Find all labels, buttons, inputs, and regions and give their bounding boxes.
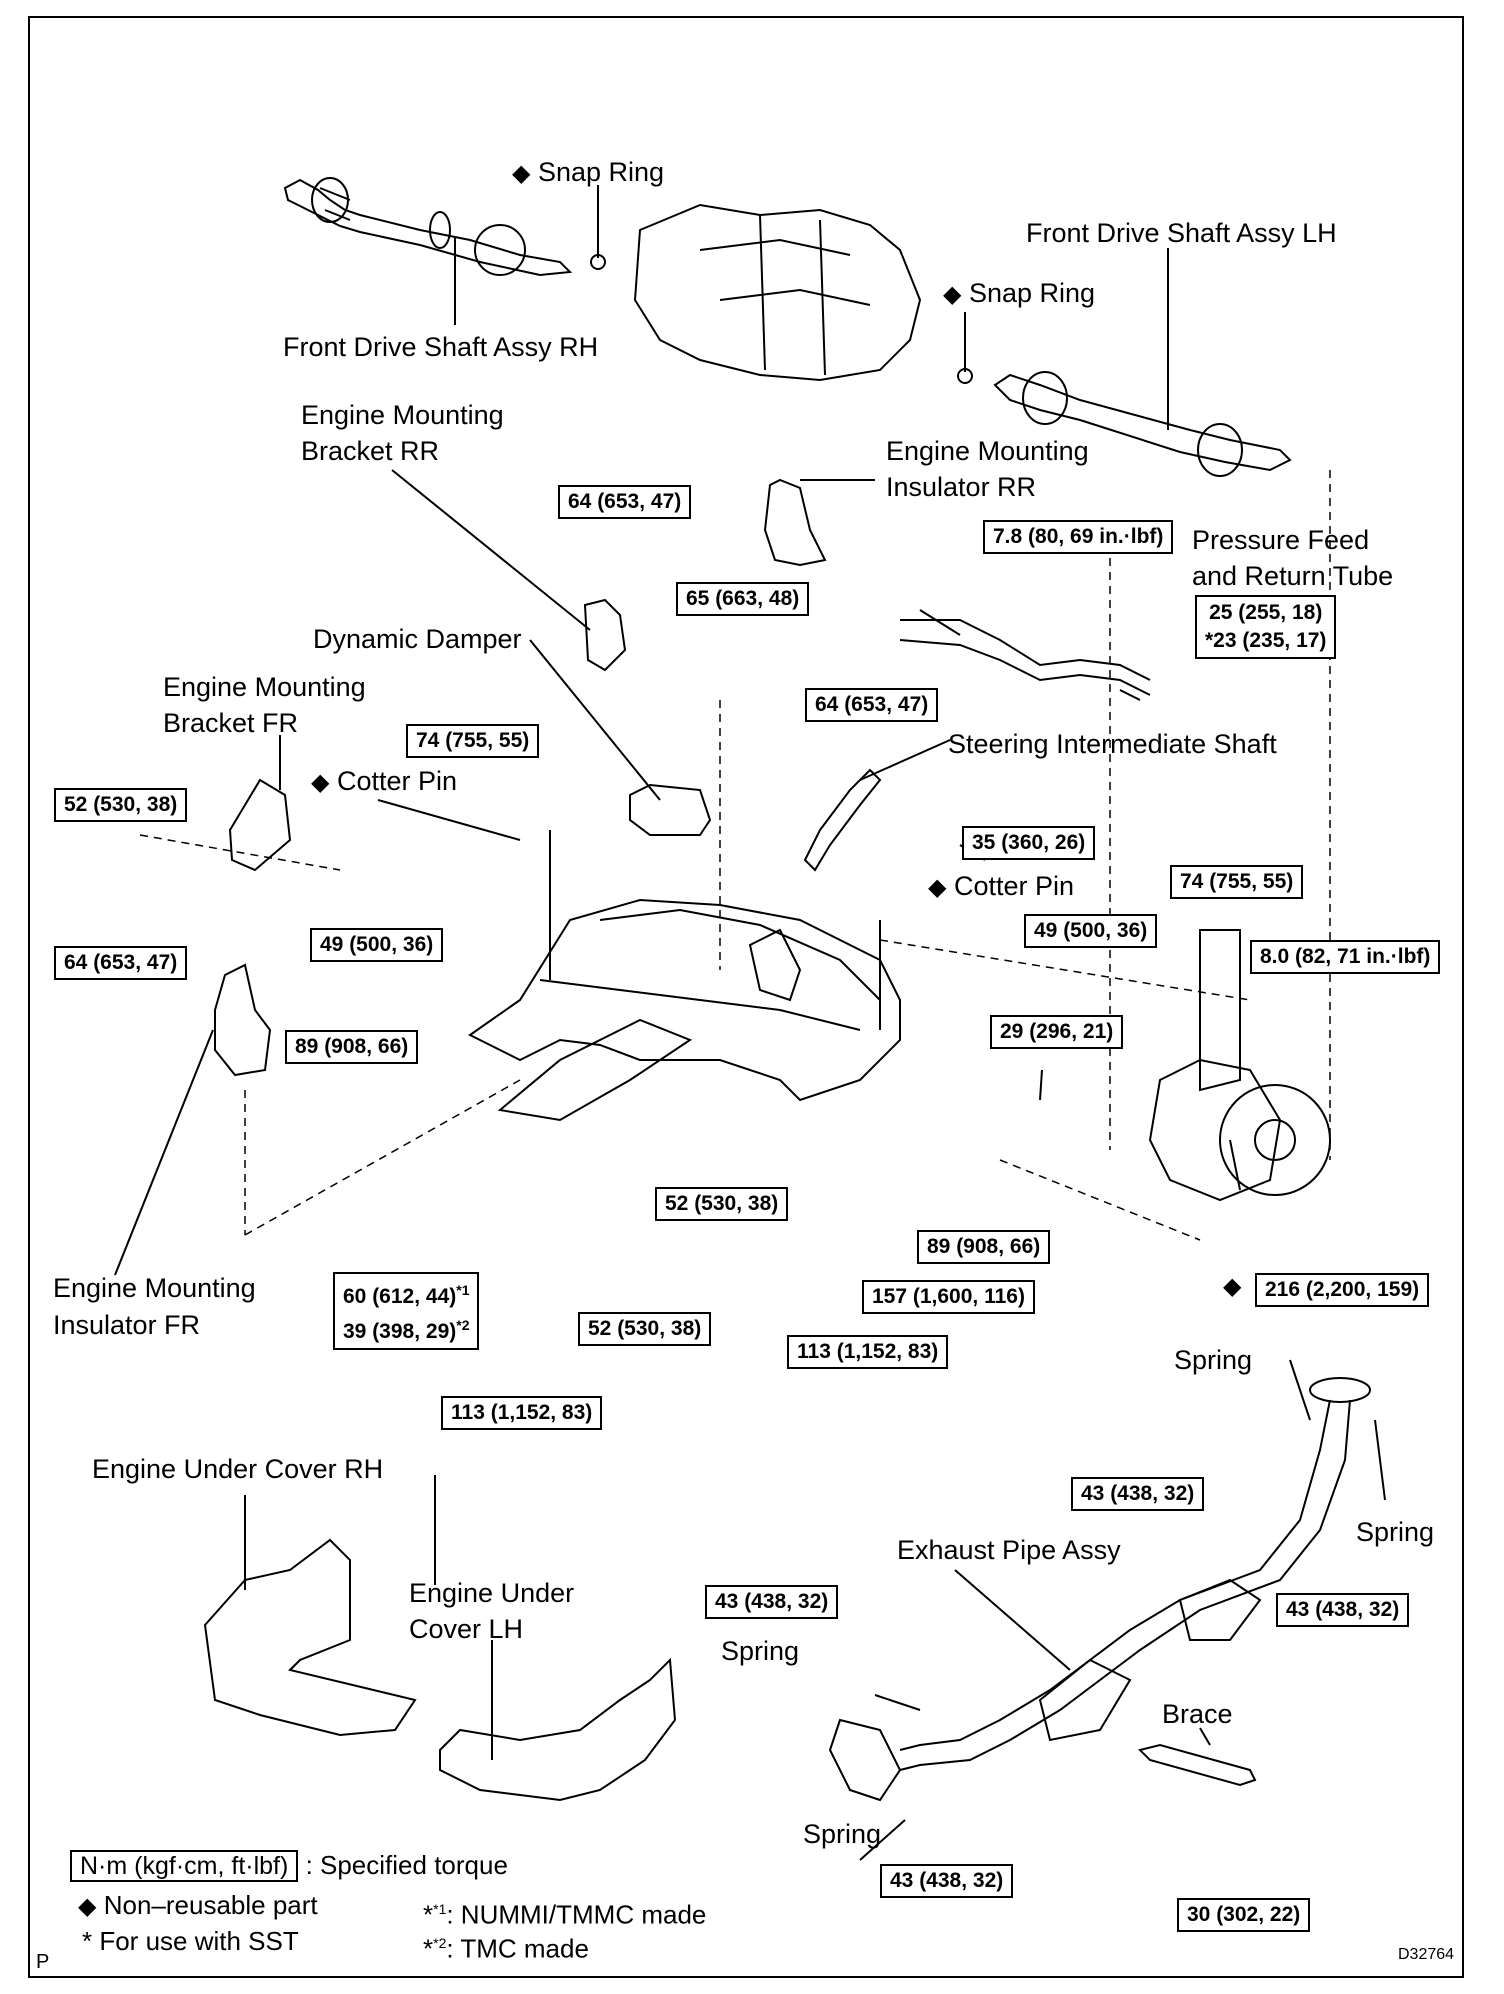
label-cotter-pin-2: ◆ Cotter Pin — [928, 871, 1075, 901]
diamond-icon: ◆ — [943, 281, 962, 308]
front-suspension-crossmember-illustration — [468, 898, 901, 1122]
torque-box: 157 (1,600, 116) — [862, 1280, 1035, 1314]
torque-box: 65 (663, 48) — [676, 582, 810, 616]
engine-under-cover-rh-illustration — [203, 1538, 417, 1737]
label-spring-1: Spring — [1174, 1345, 1253, 1375]
label-front-drive-shaft-lh: Front Drive Shaft Assy LH — [1026, 218, 1337, 248]
figure-code: D32764 — [1398, 1946, 1455, 1963]
legend-sst: * For use with SST — [82, 1926, 299, 1956]
label-exhaust-pipe-assy: Exhaust Pipe Assy — [897, 1535, 1121, 1565]
torque-box: 89 (908, 66) — [917, 1230, 1051, 1264]
torque-box: 35 (360, 26) — [962, 826, 1096, 860]
torque-box: 49 (500, 36) — [1024, 914, 1158, 948]
diamond-icon: ◆ — [928, 874, 947, 901]
transaxle-illustration — [633, 203, 922, 382]
diamond-icon: ◆ — [512, 160, 531, 187]
torque-value-nummi: 60 (612, 44)*1 — [343, 1282, 470, 1308]
label-engine-mounting-insulator-fr-2: Insulator FR — [53, 1310, 201, 1340]
torque-box: 64 (653, 47) — [558, 485, 692, 519]
steering-intermediate-shaft-illustration — [803, 768, 882, 872]
label-engine-mounting-bracket-fr-1: Engine Mounting — [163, 672, 366, 702]
label-spring-3: Spring — [721, 1636, 800, 1666]
label-spring-4: Spring — [803, 1819, 882, 1849]
torque-box: 43 (438, 32) — [1276, 1593, 1410, 1627]
torque-nonreusable: ◆ — [1223, 1268, 1241, 1304]
torque-box: 52 (530, 38) — [578, 1312, 712, 1346]
torque-value-tmc: 39 (398, 29)*2 — [343, 1317, 470, 1343]
diagram-frame — [28, 16, 1464, 1978]
torque-value-sst: *23 (235, 17) — [1205, 629, 1327, 652]
torque-box: 74 (755, 55) — [406, 724, 540, 758]
leader-lines — [114, 185, 1386, 1861]
label-pressure-feed-2: and Return Tube — [1192, 561, 1394, 591]
torque-box: 216 (2,200, 159) — [1255, 1273, 1430, 1307]
torque-box: 49 (500, 36) — [310, 928, 444, 962]
label-front-drive-shaft-rh: Front Drive Shaft Assy RH — [283, 332, 599, 362]
dynamic-damper-illustration — [629, 783, 712, 836]
label-engine-under-cover-lh-1: Engine Under — [409, 1578, 575, 1608]
label-pressure-feed-1: Pressure Feed — [1192, 525, 1370, 555]
torque-box: 43 (438, 32) — [880, 1864, 1014, 1898]
page-letter: P — [36, 1951, 50, 1973]
engine-mounting-insulator-fr-illustration — [214, 963, 272, 1077]
diamond-icon: ◆ — [78, 1893, 97, 1920]
legend-note-2: **2: TMC made — [423, 1933, 589, 1964]
torque-box: 64 (653, 47) — [805, 688, 939, 722]
legend-note-1: **1: NUMMI/TMMC made — [423, 1899, 707, 1930]
label-brace: Brace — [1162, 1699, 1233, 1729]
label-engine-mounting-bracket-rr-2: Bracket RR — [301, 436, 440, 466]
label-engine-mounting-insulator-fr-1: Engine Mounting — [53, 1273, 256, 1303]
label-engine-mounting-insulator-rr-2: Insulator RR — [886, 472, 1037, 502]
diamond-icon: ◆ — [311, 769, 330, 796]
diamond-icon: ◆ — [1223, 1273, 1242, 1300]
label-steering-intermediate-shaft: Steering Intermediate Shaft — [948, 729, 1277, 759]
torque-box: 113 (1,152, 83) — [787, 1335, 949, 1369]
torque-box: 52 (530, 38) — [54, 788, 188, 822]
legend-torque-unit: N·m (kgf·cm, ft·lbf) : Specified torque — [70, 1849, 508, 1882]
pressure-feed-tube-illustration — [899, 609, 1151, 701]
label-cotter-pin-1: ◆ Cotter Pin — [311, 766, 458, 796]
torque-value: 25 (255, 18) — [1209, 601, 1323, 624]
steering-knuckle-illustration — [1148, 929, 1331, 1202]
torque-box: 113 (1,152, 83) — [441, 1396, 603, 1430]
label-dynamic-damper: Dynamic Damper — [313, 624, 522, 654]
label-engine-mounting-bracket-rr-1: Engine Mounting — [301, 400, 504, 430]
torque-box-double: 25 (255, 18) *23 (235, 17) — [1195, 595, 1337, 659]
front-drive-shaft-rh-illustration — [283, 177, 573, 277]
engine-mounting-insulator-rr-illustration — [763, 478, 827, 567]
torque-box: 74 (755, 55) — [1170, 865, 1304, 899]
exhaust-pipe-assy-illustration — [828, 1377, 1371, 1802]
label-engine-mounting-bracket-fr-2: Bracket FR — [163, 708, 299, 738]
label-engine-mounting-insulator-rr-1: Engine Mounting — [886, 436, 1089, 466]
label-snap-ring-rh: ◆ Snap Ring — [512, 157, 665, 187]
engine-under-cover-lh-illustration — [439, 1657, 677, 1802]
torque-box: 89 (908, 66) — [285, 1030, 419, 1064]
torque-box: 7.8 (80, 69 in.·lbf) — [983, 520, 1174, 554]
front-drive-shaft-lh-illustration — [993, 371, 1292, 477]
brace-illustration — [1138, 1743, 1257, 1787]
torque-box: 8.0 (82, 71 in.·lbf) — [1250, 940, 1441, 974]
dashed-reference-lines — [139, 470, 1331, 1241]
torque-box: 64 (653, 47) — [54, 946, 188, 980]
torque-box: 43 (438, 32) — [1071, 1477, 1205, 1511]
legend-unit-box: N·m (kgf·cm, ft·lbf) — [70, 1850, 299, 1882]
label-engine-under-cover-rh: Engine Under Cover RH — [92, 1454, 384, 1484]
torque-box-double: 60 (612, 44)*1 39 (398, 29)*2 — [333, 1272, 480, 1350]
torque-box: 30 (302, 22) — [1177, 1898, 1311, 1932]
legend-nonreusable: ◆ Non–reusable part — [78, 1890, 318, 1920]
label-snap-ring-lh: ◆ Snap Ring — [943, 278, 1096, 308]
label-engine-under-cover-lh-2: Cover LH — [409, 1614, 524, 1644]
engine-mounting-bracket-fr-illustration — [228, 778, 292, 872]
engine-mounting-bracket-rr-illustration — [583, 598, 627, 672]
torque-box: 29 (296, 21) — [990, 1015, 1124, 1049]
torque-box: 52 (530, 38) — [655, 1187, 789, 1221]
label-spring-2: Spring — [1356, 1517, 1435, 1547]
stabilizer-link-illustration — [549, 830, 881, 1030]
torque-box: 43 (438, 32) — [705, 1585, 839, 1619]
